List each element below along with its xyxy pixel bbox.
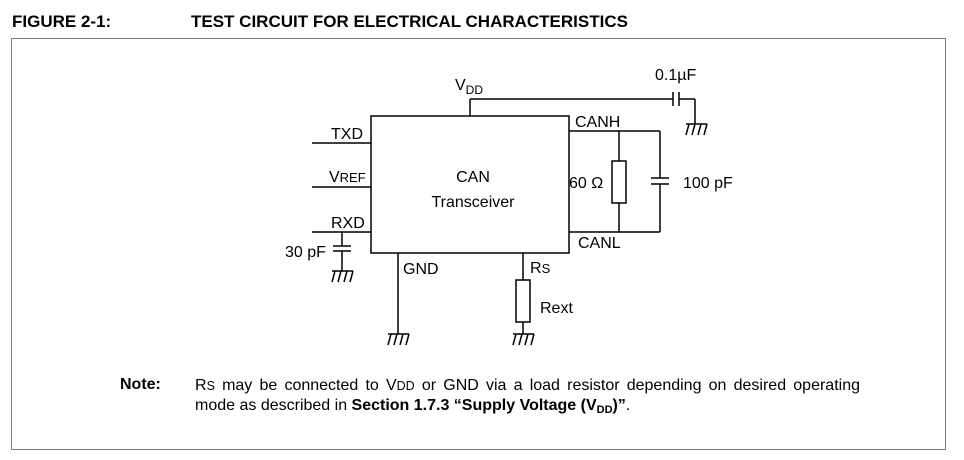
cap-bus-value: 100 pF (683, 175, 733, 192)
rxd-capacitor (333, 232, 351, 271)
section-reference: Section 1.7.3 “Supply Voltage (VDD)” (351, 397, 626, 416)
figure-label: FIGURE 2-1: (12, 12, 112, 31)
rext-resistor (515, 279, 531, 323)
vdd-label: VDD (455, 77, 483, 97)
resistor-value: 60 Ω (569, 175, 603, 192)
rs-label: RS (530, 260, 551, 277)
note-label: Note: (120, 376, 161, 393)
rext-label: Rext (540, 300, 573, 317)
ground-symbol (387, 333, 410, 346)
block-label-transceiver: Transceiver (432, 194, 516, 211)
ground-symbol (512, 333, 535, 346)
termination-resistor (611, 160, 627, 204)
note-text: RS may be connected to VDD or GND via a … (195, 377, 860, 416)
ground-symbol (331, 270, 354, 283)
figure-title: TEST CIRCUIT FOR ELECTRICAL CHARACTERIST… (191, 12, 628, 31)
ground-symbol (685, 123, 708, 136)
figure-frame (11, 38, 946, 450)
txd-label: TXD (331, 126, 363, 143)
gnd-label: GND (403, 261, 439, 278)
cap-top-value: 0.1µF (655, 67, 696, 84)
rxd-label: RXD (331, 215, 365, 232)
decoupling-capacitor (672, 92, 696, 124)
cap-rxd-value: 30 pF (285, 244, 326, 261)
canl-label: CANL (578, 235, 621, 252)
canh-label: CANH (575, 114, 620, 131)
block-label-can: CAN (456, 169, 490, 186)
vref-label: VREF (329, 169, 366, 186)
